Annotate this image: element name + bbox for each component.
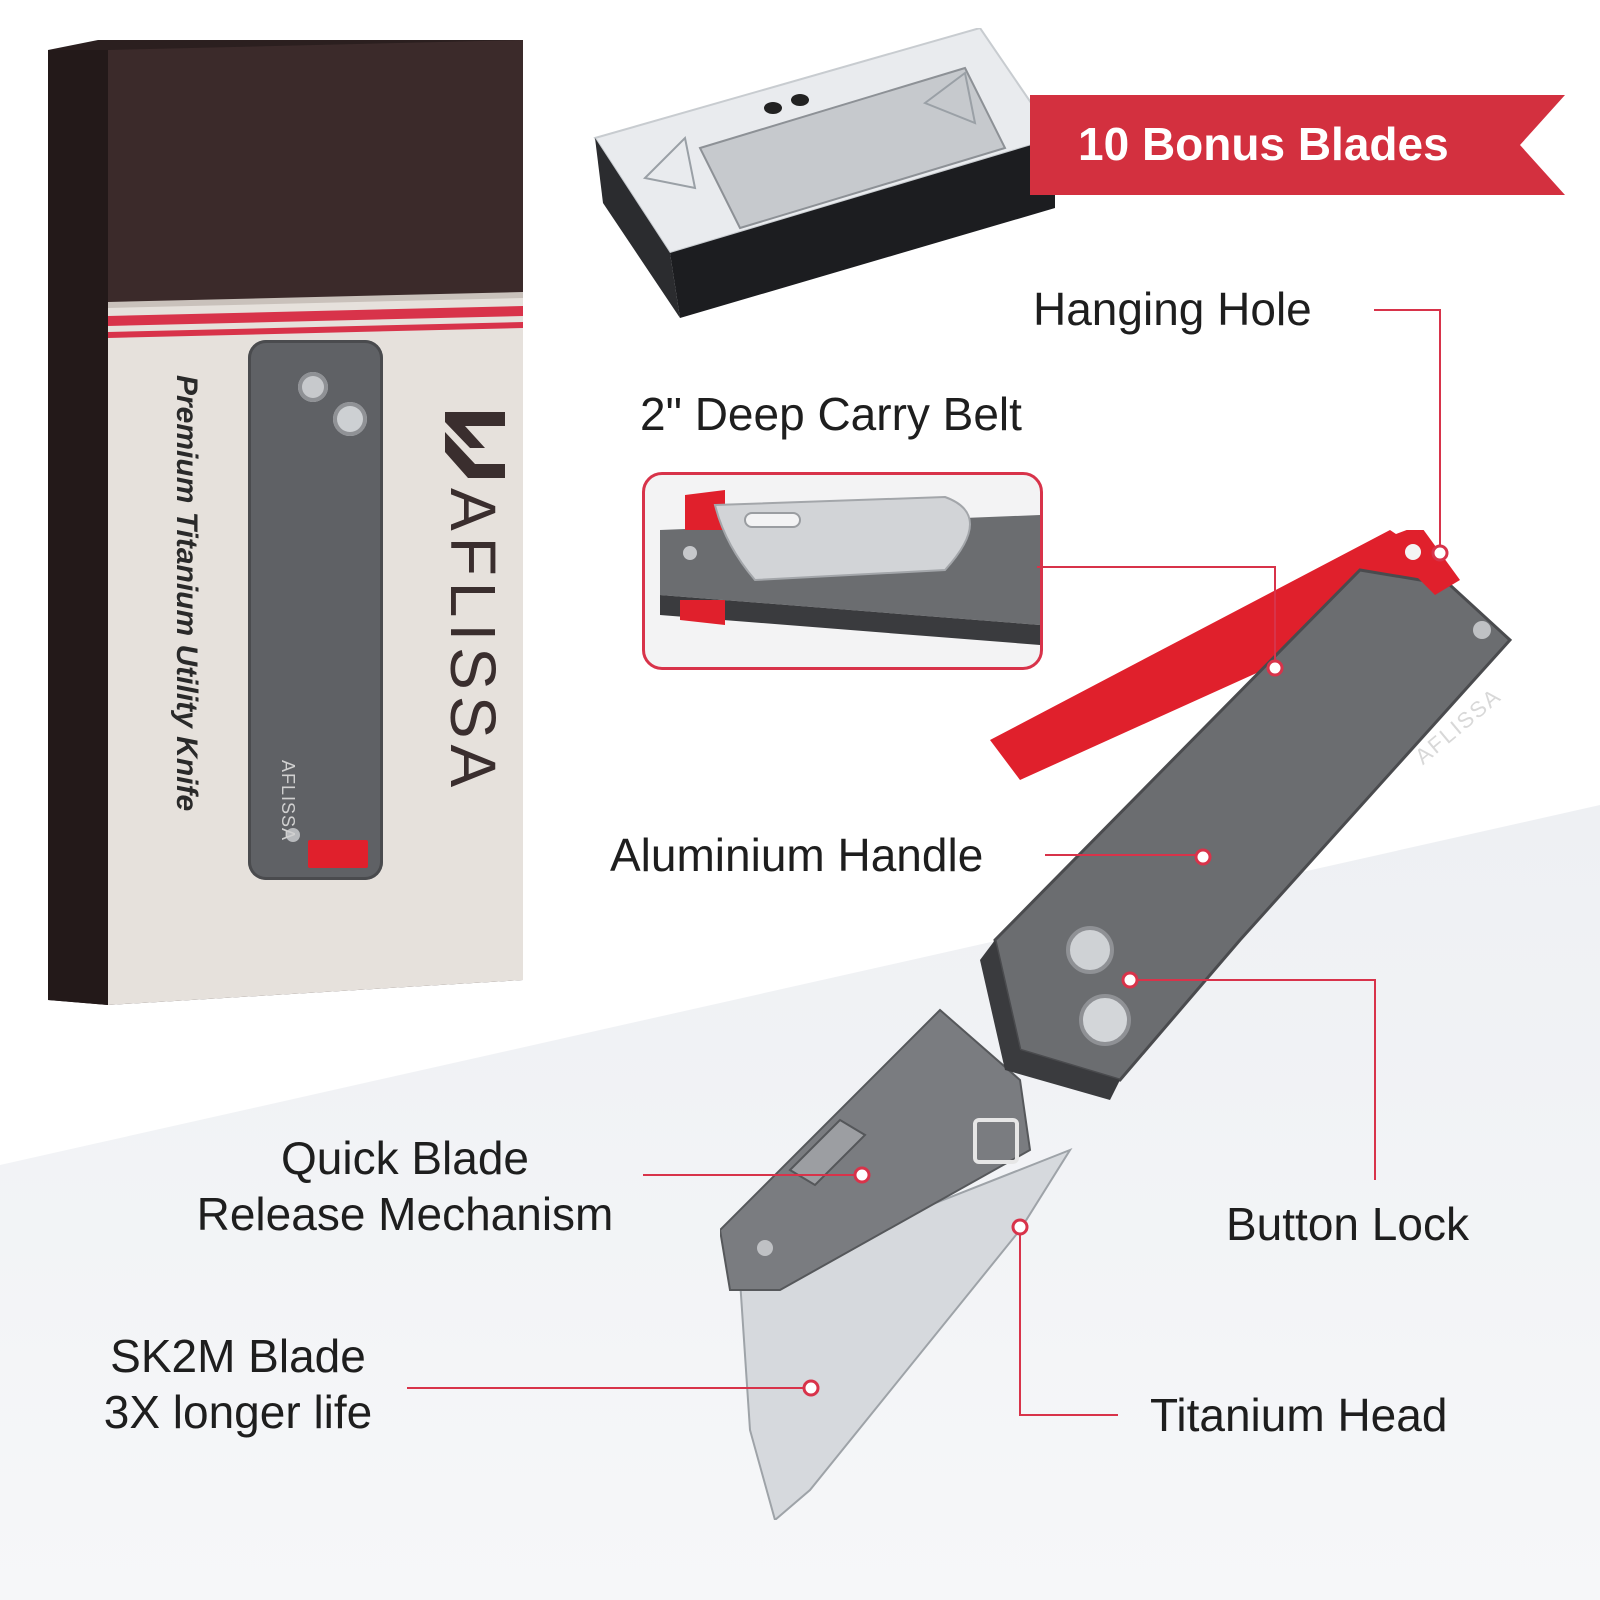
titanium-head xyxy=(720,1008,1032,1291)
carry-belt-dot xyxy=(1266,659,1284,677)
belt-clip-inset xyxy=(642,472,1043,670)
callout-carry-belt: 2" Deep Carry Belt xyxy=(640,388,1022,440)
bonus-blades-ribbon: 10 Bonus Blades xyxy=(1030,95,1565,195)
blade-case xyxy=(585,26,1065,328)
blade-dot xyxy=(802,1379,820,1397)
button-lock-icon xyxy=(1066,926,1114,974)
callout-blade-line1: SK2M Blade xyxy=(110,1330,366,1382)
callout-quick-blade-line1: Quick Blade xyxy=(280,1132,529,1184)
blade-case-graphic xyxy=(593,26,1057,318)
box-knife-screw-icon xyxy=(298,372,328,402)
red-spine xyxy=(990,530,1440,780)
box-knife-small-screw-icon xyxy=(286,828,300,842)
callout-titanium-head: Titanium Head xyxy=(1150,1389,1448,1441)
box-knife-screw-icon xyxy=(333,402,367,436)
titanium-head-dot xyxy=(1011,1218,1029,1236)
callout-button-lock: Button Lock xyxy=(1226,1198,1469,1250)
quick-release-dot xyxy=(853,1166,871,1184)
callout-quick-blade-line2: Release Mechanism xyxy=(196,1188,614,1240)
brand-mountain-icon xyxy=(445,412,505,478)
callout-blade-line2: 3X longer life xyxy=(103,1386,373,1438)
head-logo-icon xyxy=(973,1118,1019,1164)
hanging-hole-dot xyxy=(1431,544,1449,562)
box-knife-window: AFLISSA xyxy=(248,340,383,880)
hanging-loop xyxy=(1380,530,1460,595)
sk2m-blade xyxy=(738,1147,1073,1520)
box-graphic xyxy=(48,40,523,1005)
callout-quick-blade: Quick Blade Release Mechanism xyxy=(170,1130,640,1242)
handle-dot xyxy=(1194,848,1212,866)
screw-icon xyxy=(757,1240,773,1256)
callout-aluminium-handle: Aluminium Handle xyxy=(610,829,984,881)
belt-clip-graphic xyxy=(660,490,1040,645)
callout-hanging-hole: Hanging Hole xyxy=(1033,283,1312,335)
product-box: AFLISSA Premium Titanium Utility Knife A… xyxy=(48,40,523,1005)
utility-knife xyxy=(720,530,1513,1520)
hanging-hole-icon xyxy=(1405,544,1421,560)
callout-blade: SK2M Blade 3X longer life xyxy=(78,1328,398,1440)
button-lock-icon xyxy=(1079,994,1131,1046)
quick-release-notch xyxy=(788,1118,867,1187)
box-knife-red-tip xyxy=(308,840,368,868)
ribbon-shape xyxy=(1030,95,1565,195)
box-brand-logo xyxy=(440,412,510,487)
bonus-blades-label: 10 Bonus Blades xyxy=(1078,118,1449,170)
screw-icon xyxy=(1473,621,1491,639)
button-lock-dot xyxy=(1121,971,1139,989)
